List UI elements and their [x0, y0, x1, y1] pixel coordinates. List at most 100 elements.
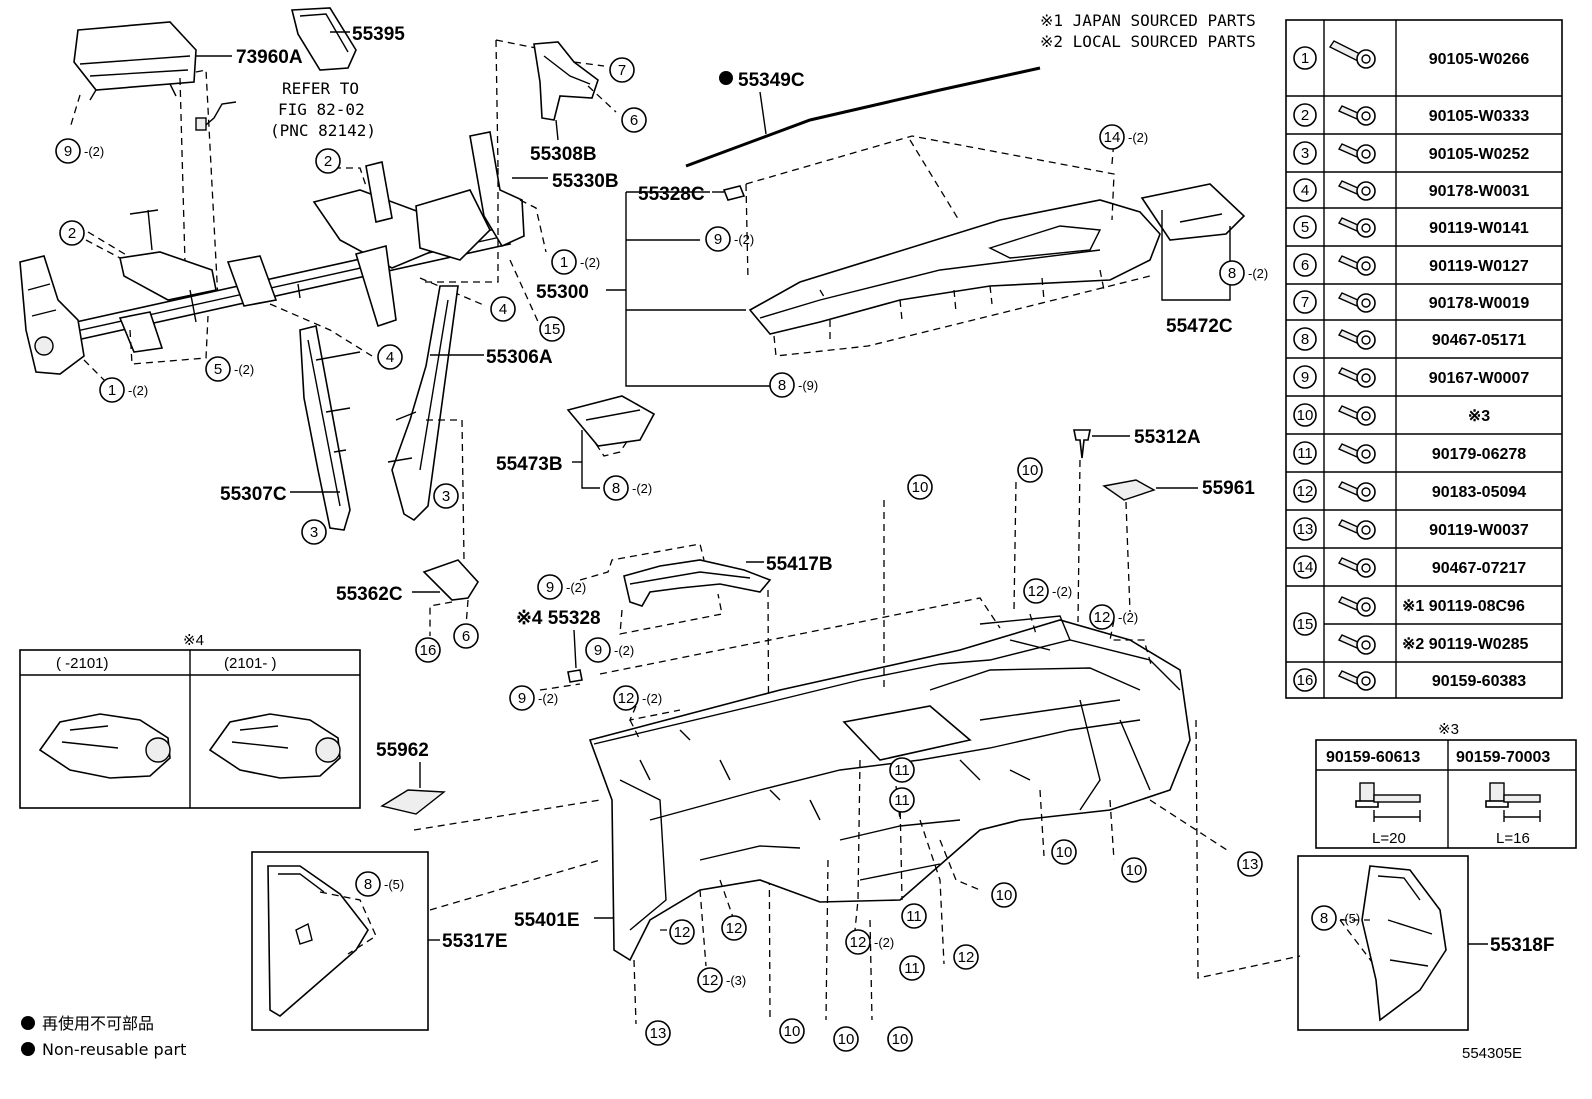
callout-number: 10 — [912, 479, 929, 496]
fastener-no: 7 — [1301, 294, 1309, 311]
callout-number: 12 — [702, 972, 719, 989]
label-55401E: 55401E — [514, 910, 580, 931]
callout: 5-(2) — [205, 356, 254, 382]
callout-circle-icon — [315, 148, 341, 174]
callout: 12 -(3) — [697, 967, 746, 993]
fastener-row: 1 90105-W0266 — [1293, 40, 1530, 70]
moulding-55349C — [685, 66, 1041, 168]
label-55961: 55961 — [1202, 478, 1255, 499]
callout-circle-icon — [721, 915, 747, 941]
bracket-55395 — [290, 7, 357, 71]
callout-group: 9-(2)221-(2)5-(2)44151-(2)76339-(2)8-(9)… — [55, 57, 1360, 1052]
fastener-part-no: ※2 90119-W0285 — [1402, 636, 1528, 653]
callout-circle-icon — [551, 249, 577, 275]
callout-circle-icon — [1219, 260, 1245, 286]
callout-circle-icon — [907, 474, 933, 500]
fastener-no: 1 — [1301, 50, 1309, 67]
callout-number: 9 — [714, 231, 722, 248]
bracket-55417B — [623, 559, 772, 607]
callout: 14-(2) — [1099, 124, 1148, 150]
callout-circle-icon — [1237, 851, 1263, 877]
note-japan-sourced: ※1 JAPAN SOURCED PARTS — [1040, 11, 1256, 30]
callout-quantity: -(2) — [614, 643, 634, 658]
bracket-55308B — [533, 41, 599, 121]
callout-number: 15 — [544, 321, 561, 338]
fastener-no: 14 — [1297, 559, 1314, 576]
callout-number: 2 — [324, 153, 332, 170]
callout-circle-icon — [55, 138, 81, 164]
fastener-no: 4 — [1301, 182, 1309, 199]
callout-circle-icon — [1293, 365, 1317, 389]
fastener-row: 10※3 — [1293, 403, 1490, 427]
fastener-row: 15※1 90119-08C96※2 90119-W0285 — [1293, 596, 1528, 655]
callout: 2 — [315, 148, 341, 174]
callout: 10 — [1121, 857, 1147, 883]
callout-circle-icon — [621, 107, 647, 133]
callout-number: 10 — [1126, 862, 1143, 879]
callout-circle-icon — [779, 1018, 805, 1044]
callout-quantity: -(3) — [726, 973, 746, 988]
callout-circle-icon — [1293, 403, 1317, 427]
bolt-icon — [1328, 40, 1376, 69]
callout: 16 — [415, 637, 441, 663]
cover-55472C — [1140, 183, 1246, 241]
callout-number: 1 — [560, 254, 568, 271]
callout-circle-icon — [301, 519, 327, 545]
fastener-no: 11 — [1297, 445, 1313, 462]
callout: 11 — [889, 757, 915, 783]
callout-number: 10 — [838, 1031, 855, 1048]
bolt-icon — [1337, 255, 1376, 276]
callout-circle-icon — [1023, 578, 1049, 604]
bolt-icon — [1337, 405, 1376, 426]
callout-circle-icon — [613, 685, 639, 711]
fastener-part-no: 90119-W0127 — [1429, 258, 1529, 275]
bolt-icon — [1337, 481, 1376, 502]
wire-connector-icon — [199, 101, 237, 131]
fastener-part-no: 90159-60383 — [1432, 673, 1526, 690]
callout-number: 9 — [594, 642, 602, 659]
callout-quantity: -(2) — [1052, 584, 1072, 599]
callout-number: 12 — [1094, 609, 1111, 626]
callout: 8-(5) — [355, 871, 404, 897]
callout-number: 10 — [892, 1031, 909, 1048]
callout: 3 — [301, 519, 327, 545]
callout-circle-icon — [609, 57, 635, 83]
bolt-icon — [1337, 634, 1376, 655]
callout-number: 12 — [1028, 583, 1045, 600]
callout: 2 — [59, 220, 85, 246]
callout-circle-icon — [1089, 604, 1115, 630]
label-55328C: 55328C — [638, 184, 705, 205]
callout-number: 13 — [1242, 856, 1259, 873]
refer-line2: FIG 82-02 — [278, 100, 365, 119]
bolt-icon — [1337, 557, 1376, 578]
callout-quantity: -(2) — [642, 691, 662, 706]
fastener-part-no: 90105-W0266 — [1429, 51, 1530, 68]
callout-number: 9 — [518, 690, 526, 707]
callout: 8-(5) — [1311, 905, 1360, 931]
callout: 11 — [899, 955, 925, 981]
callout: 10 — [907, 474, 933, 500]
legend-en: Non-reusable part — [42, 1040, 186, 1059]
fastener-no: 15 — [1297, 616, 1314, 633]
fastener-no: 5 — [1301, 219, 1309, 236]
callout-number: 12 — [958, 949, 975, 966]
callout-circle-icon — [845, 929, 871, 955]
callout-number: 2 — [68, 225, 76, 242]
non-reusable-icon — [719, 71, 733, 85]
callout-circle-icon — [415, 637, 441, 663]
callout-circle-icon — [59, 220, 85, 246]
label-55318F: 55318F — [1490, 935, 1554, 956]
callout-circle-icon — [1293, 46, 1317, 70]
bolt-icon — [1337, 217, 1376, 238]
label-55330B: 55330B — [552, 171, 619, 192]
variant-title: ※4 — [183, 632, 204, 649]
callout-number: 8 — [364, 876, 372, 893]
